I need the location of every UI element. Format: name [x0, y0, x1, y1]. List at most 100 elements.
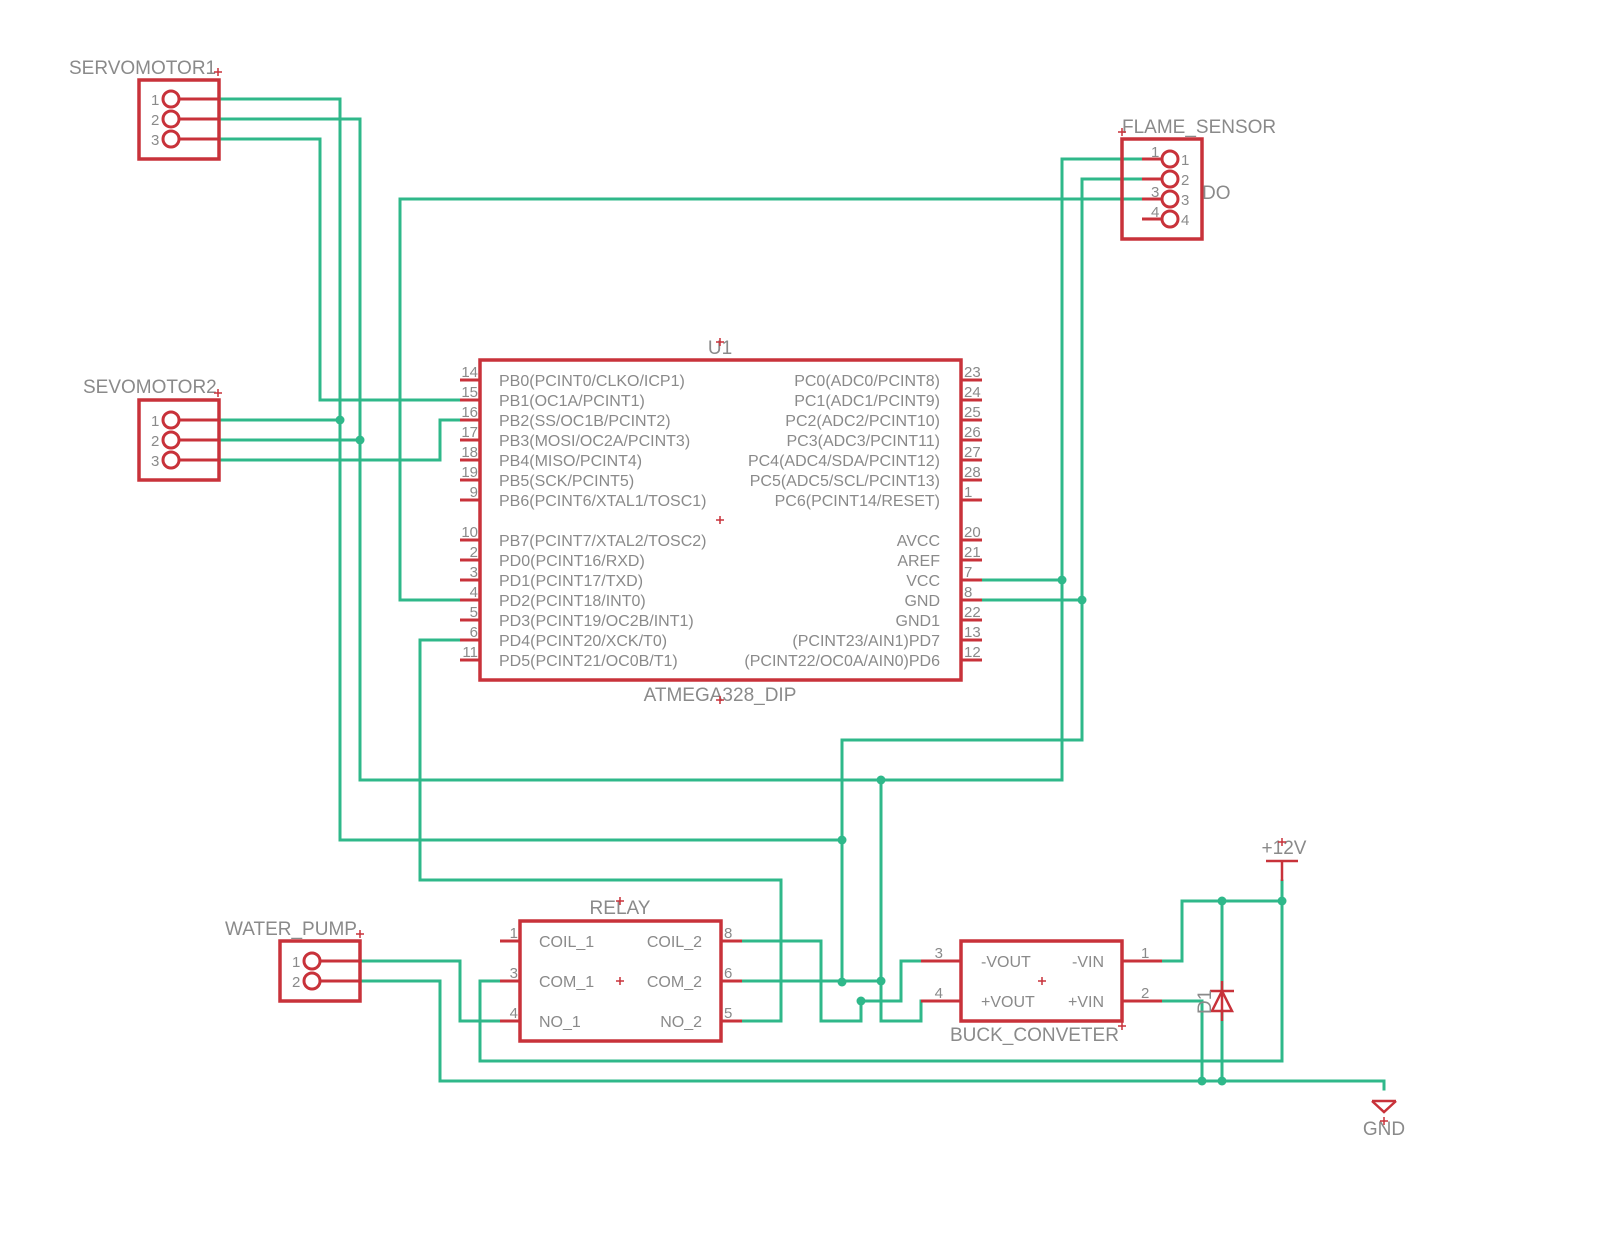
pin-number: 7	[964, 564, 972, 581]
origin-mark	[214, 389, 222, 397]
junction-dot	[837, 977, 847, 987]
pin-number: 1	[292, 954, 300, 971]
junction-dot	[355, 435, 365, 445]
origin-mark	[1380, 1117, 1388, 1125]
servomotor2-connector[interactable]: 1 2 3 SEVOMOTOR2	[83, 377, 222, 482]
mcu-left-pins	[460, 378, 480, 662]
pin-name: PD0(PCINT16/RXD)	[499, 553, 645, 570]
pin-number: 6	[470, 624, 478, 641]
component-value: ATMEGA328_DIP	[644, 685, 797, 706]
pin-number: 27	[964, 444, 981, 461]
wire-servo1-signal	[198, 137, 462, 402]
pin-name: PD4(PCINT20/XCK/T0)	[499, 633, 667, 650]
pin-name: AREF	[897, 553, 940, 570]
pin-number: 26	[964, 424, 981, 441]
wire-flame-gnd	[840, 177, 1147, 984]
pin-number: 2	[470, 544, 478, 561]
supply-12v[interactable]: +12V	[1262, 838, 1307, 881]
junction-dot	[837, 835, 847, 845]
pin-name: -VIN	[1072, 954, 1104, 971]
ground-symbol[interactable]: GND	[1363, 1099, 1405, 1140]
pin-number: 8	[724, 925, 732, 942]
pin-number: 3	[151, 132, 159, 149]
pin-number: 1	[510, 925, 518, 942]
pad-circle	[161, 89, 181, 109]
pin-name: COIL_2	[647, 934, 702, 951]
pin-number: 9	[470, 484, 478, 501]
relay-module[interactable]: 1 3 4 8 6 5 COIL_1 COM_1 NO_1 COIL_2 COM…	[500, 897, 742, 1043]
pin-name: PC1(ADC1/PCINT9)	[794, 393, 940, 410]
pin-name: AVCC	[897, 533, 940, 550]
pin-number: 10	[461, 524, 478, 541]
pin-name: PC2(ADC2/PCINT10)	[785, 413, 940, 430]
pin-number: 23	[964, 364, 981, 381]
wire-relay-com1	[478, 879, 1284, 1063]
pin-name: PB1(OC1A/PCINT1)	[499, 393, 645, 410]
pin-name: PD2(PCINT18/INT0)	[499, 593, 646, 610]
wire-relay-coil2	[740, 939, 863, 1023]
pin-number: 3	[1181, 192, 1189, 209]
pin-number: 2	[292, 974, 300, 991]
pin-number: 3	[1151, 184, 1159, 201]
pin-number: 13	[964, 624, 981, 641]
pin-name: PC3(ADC3/PCINT11)	[786, 433, 940, 450]
origin-mark	[1118, 1022, 1126, 1030]
pin-name: PC5(ADC5/SCL/PCINT13)	[750, 473, 940, 490]
water-pump-connector[interactable]: 1 2 WATER_PUMP	[225, 919, 364, 1003]
pad-circle	[302, 971, 322, 991]
pad-circle	[1160, 209, 1180, 229]
component-name: SERVOMOTOR1	[69, 58, 216, 79]
flame-sensor-connector[interactable]: 1 3 4 1 2 3 4 DO FLAME_SENSOR	[1118, 117, 1276, 241]
supply-label: +12V	[1262, 838, 1307, 859]
pin-number: 1	[151, 92, 159, 109]
wire-12v-buck	[1140, 899, 1284, 963]
pin-number: 2	[151, 112, 159, 129]
pin-name: PD1(PCINT17/TXD)	[499, 573, 643, 590]
servomotor1-connector[interactable]: 1 2 3 SERVOMOTOR1	[69, 58, 222, 161]
pad-circle	[161, 410, 181, 430]
pin-number: 22	[964, 604, 981, 621]
buck-converter[interactable]: 3 4 1 2 -VOUT +VOUT -VIN +VIN BUCK_CONVE…	[921, 939, 1162, 1046]
wire-buck-vin-pos	[1140, 999, 1204, 1083]
atmega328-chip[interactable]: 14 15 16 17 18 19 9 10 2 3 4 5 6 11 PB0(…	[460, 338, 982, 706]
origin-mark	[716, 516, 724, 524]
pin-number: 8	[964, 584, 972, 601]
diode-d1[interactable]: D1	[1195, 981, 1235, 1021]
pin-number: 3	[151, 453, 159, 470]
wire-pump-pin2	[339, 979, 1386, 1091]
do-label: DO	[1202, 183, 1231, 204]
pin-name: PC4(ADC4/SDA/PCINT12)	[748, 453, 940, 470]
pin-name: COIL_1	[539, 934, 594, 951]
pin-number: 21	[964, 544, 981, 561]
pin-number: 4	[510, 1005, 518, 1022]
pin-name: PB6(PCINT6/XTAL1/TOSC1)	[499, 493, 706, 510]
pin-number: 25	[964, 404, 981, 421]
wire-pump-pin1	[339, 959, 502, 1023]
pin-name: GND	[904, 593, 940, 610]
pin-name: NO_2	[660, 1014, 702, 1031]
pin-number: 2	[151, 433, 159, 450]
pin-number: 1	[1181, 152, 1189, 169]
pin-name: GND1	[896, 613, 941, 630]
pin-name: PB3(MOSI/OC2A/PCINT3)	[499, 433, 690, 450]
pin-number: 2	[1181, 172, 1189, 189]
junctions	[335, 415, 1287, 1086]
origin-mark	[1038, 977, 1046, 985]
pin-number: 3	[935, 945, 943, 962]
pin-number: 19	[461, 464, 478, 481]
pin-number: 18	[461, 444, 478, 461]
pin-name: VCC	[906, 573, 940, 590]
origin-mark	[1278, 838, 1286, 846]
ground-label: GND	[1363, 1119, 1405, 1140]
component-name: D1	[1195, 990, 1216, 1014]
origin-mark	[616, 977, 624, 985]
pin-number: 28	[964, 464, 981, 481]
pin-name: PB7(PCINT7/XTAL2/TOSC2)	[499, 533, 706, 550]
pin-number: 4	[1181, 212, 1189, 229]
wire-servo-gnd	[198, 97, 844, 842]
junction-dot	[1077, 595, 1087, 605]
pin-name: (PCINT22/OC0A/AIN0)PD6	[744, 653, 940, 670]
pin-number: 20	[964, 524, 981, 541]
junction-dot	[335, 415, 345, 425]
pin-name: PB0(PCINT0/CLKO/ICP1)	[499, 373, 685, 390]
